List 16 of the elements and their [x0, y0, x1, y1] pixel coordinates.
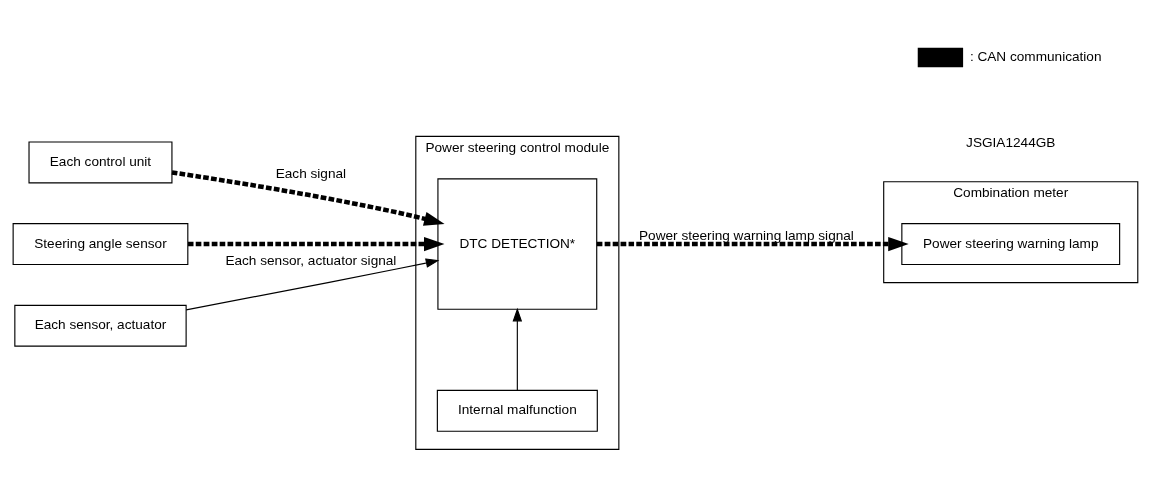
node-box: DTC DETECTION* [437, 177, 598, 310]
label: JSGIA1244GB [966, 134, 1056, 150]
arrow [188, 236, 445, 251]
edge-label: Each sensor, actuator signal [225, 252, 397, 268]
edge-label: Each signal [275, 165, 347, 181]
node-box: Each sensor, actuator [14, 304, 187, 347]
arrow [185, 257, 440, 310]
arrow [171, 169, 445, 226]
node-box: Each control unit [28, 140, 173, 183]
edge-label: Power steering warning lamp signal [639, 227, 854, 243]
node-box: Internal malfunction [436, 389, 598, 432]
legend-label: : CAN communication [969, 48, 1102, 64]
node-box: Power steering warning lamp [901, 222, 1121, 265]
arrow [512, 307, 523, 391]
node-box: Steering angle sensor [12, 222, 189, 265]
arrow [596, 236, 909, 251]
